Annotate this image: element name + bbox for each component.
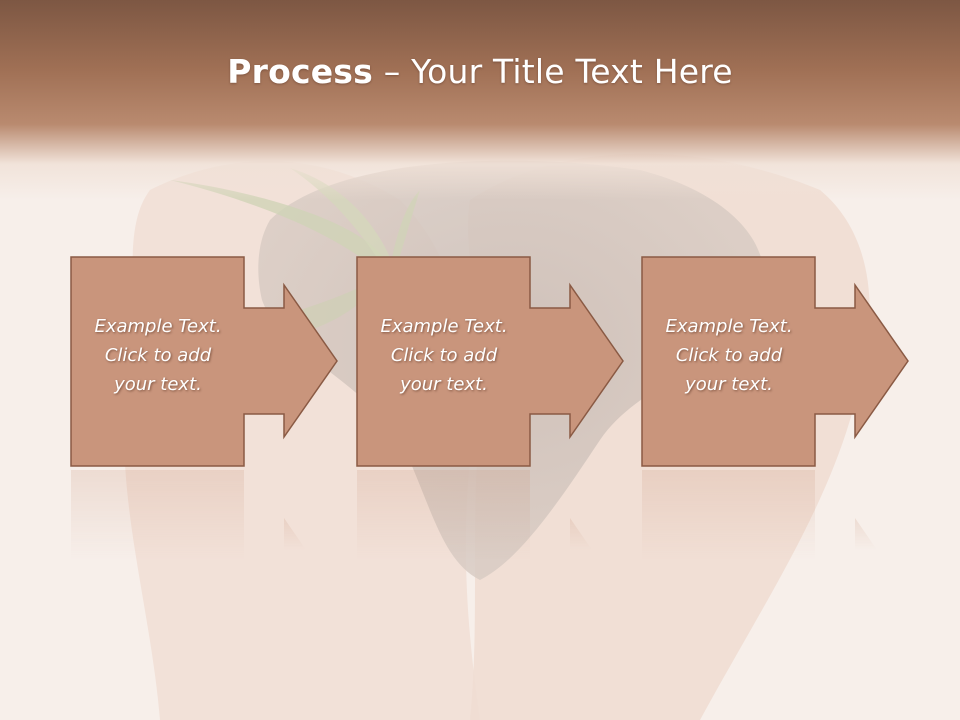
step-3-line-2: Click to add xyxy=(675,345,783,366)
step-1-line-3: your text. xyxy=(114,374,202,395)
step-2-reflection xyxy=(356,470,626,560)
step-3-reflection xyxy=(641,470,911,560)
title-bold-word: Process xyxy=(227,52,373,91)
process-step-1[interactable]: Example Text. Click to add your text. xyxy=(70,256,340,468)
step-2-line-3: your text. xyxy=(400,374,488,395)
title-rest: Your Title Text Here xyxy=(411,52,733,91)
slide-title[interactable]: Process – Your Title Text Here xyxy=(0,52,960,91)
title-band xyxy=(0,0,960,200)
title-separator: – xyxy=(383,52,401,91)
step-1-callout-shape xyxy=(70,256,338,467)
step-1-text[interactable]: Example Text. Click to add your text. xyxy=(72,312,244,399)
step-3-line-3: your text. xyxy=(685,374,773,395)
step-3-text[interactable]: Example Text. Click to add your text. xyxy=(643,312,815,399)
step-1-line-2: Click to add xyxy=(104,345,212,366)
step-2-line-2: Click to add xyxy=(390,345,498,366)
step-2-callout-shape xyxy=(356,256,624,467)
step-3-line-1: Example Text. xyxy=(665,316,793,337)
step-3-callout-shape xyxy=(641,256,909,467)
step-2-line-1: Example Text. xyxy=(380,316,508,337)
step-1-line-1: Example Text. xyxy=(94,316,222,337)
step-2-text[interactable]: Example Text. Click to add your text. xyxy=(358,312,530,399)
step-1-reflection xyxy=(70,470,340,560)
process-step-2[interactable]: Example Text. Click to add your text. xyxy=(356,256,626,468)
process-step-3[interactable]: Example Text. Click to add your text. xyxy=(641,256,911,468)
